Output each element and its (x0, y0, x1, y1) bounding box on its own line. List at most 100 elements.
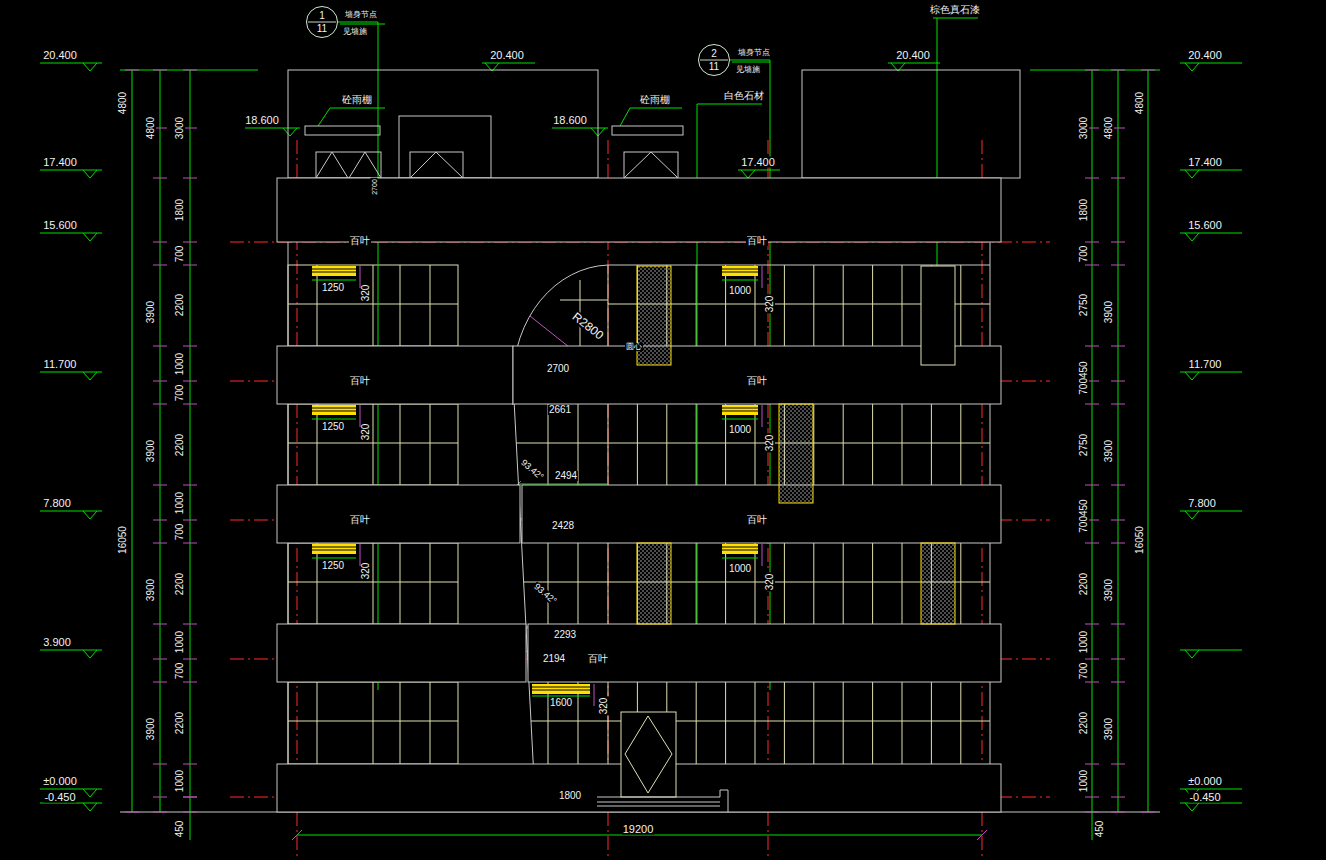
drawing-line (317, 265, 318, 346)
drawing-line (482, 63, 535, 64)
drawing-line (608, 404, 609, 485)
drawing-line (90, 170, 97, 178)
drawing-line (312, 419, 356, 420)
drawing-line (83, 372, 90, 380)
dimension-text: 4800 (1104, 116, 1114, 140)
annotation-text: 15.600 (42, 220, 78, 231)
annotation-text: R2800 (570, 310, 607, 342)
drawing-line (725, 543, 726, 624)
dimension-text: 3900 (146, 717, 156, 741)
drawing-line (725, 265, 726, 346)
drawing-line (608, 682, 609, 764)
drawing-line (373, 404, 374, 485)
drawing-line (598, 128, 605, 136)
dimension-text: 1800 (175, 198, 185, 222)
drawing-line (1111, 178, 1125, 179)
dimension-text: 1000 (175, 352, 185, 376)
dimension-text: 700 (1079, 662, 1089, 681)
drawing-line (730, 60, 770, 61)
drawing-line (1111, 346, 1125, 347)
callout-number: 1 (319, 9, 325, 22)
drawing-line (696, 682, 697, 764)
drawing-line (90, 789, 97, 797)
drawing-rect (312, 544, 356, 554)
drawing-line (400, 265, 401, 346)
annotation-text: -0.450 (43, 792, 76, 803)
drawing-line (40, 233, 102, 234)
drawing-line (153, 520, 167, 521)
drawing-line (125, 70, 139, 71)
dimension-text: 16050 (1135, 525, 1145, 555)
annotation-text: 1250 (321, 283, 345, 293)
annotation-text: 2194 (542, 654, 566, 664)
drawing-line (297, 835, 982, 836)
drawing-line (312, 547, 356, 548)
drawing-line (1185, 803, 1192, 811)
drawing-line (1085, 404, 1099, 405)
annotation-text: 15.600 (1187, 220, 1223, 231)
dimension-text: 320 (599, 697, 609, 716)
drawing-rect (288, 265, 458, 346)
drawing-rect (312, 405, 356, 415)
annotation-text: 百叶 (587, 654, 609, 664)
drawing-line (290, 128, 297, 136)
annotation-text: 1600 (549, 698, 573, 708)
drawing-line (843, 404, 844, 485)
drawing-line (183, 242, 197, 243)
drawing-line (153, 485, 167, 486)
drawing-line (1085, 682, 1099, 683)
drawing-line (153, 381, 167, 382)
drawing-line (288, 721, 458, 722)
annotation-text: 20.400 (489, 50, 525, 61)
drawing-line (732, 62, 770, 63)
drawing-line (872, 682, 873, 764)
drawing-line (183, 682, 197, 683)
drawing-line (1092, 70, 1093, 812)
drawing-line (872, 543, 873, 624)
drawing-line (1180, 170, 1242, 171)
drawing-line (183, 797, 197, 798)
dimension-text: 3900 (1104, 439, 1114, 463)
drawing-line (888, 63, 940, 64)
drawing-line (1111, 624, 1125, 625)
drawing-line (312, 558, 356, 559)
drawing-line (153, 404, 167, 405)
drawing-line (183, 70, 197, 71)
drawing-line (430, 265, 431, 346)
drawing-line (292, 830, 302, 840)
drawing-line (373, 543, 374, 624)
drawing-line (160, 70, 161, 812)
drawing-line (90, 803, 97, 811)
drawing-line (132, 70, 133, 812)
drawing-line (578, 682, 579, 764)
drawing-line (153, 812, 167, 813)
drawing-line (1192, 170, 1199, 178)
dimension-text: 2200 (1079, 572, 1089, 596)
dimension-text: 3900 (146, 300, 156, 324)
dimension-text: 320 (361, 562, 371, 581)
drawing-line (1192, 650, 1199, 658)
annotation-text: 1250 (321, 422, 345, 432)
annotation-text: 百叶 (349, 515, 371, 525)
drawing-line (872, 265, 873, 346)
dimension-text: 1000 (175, 769, 185, 793)
drawing-line (560, 300, 608, 301)
drawing-line (400, 543, 401, 624)
drawing-line (400, 404, 401, 485)
drawing-line (183, 520, 197, 521)
drawing-line (902, 404, 903, 485)
annotation-text: 18.600 (552, 115, 588, 126)
dimension-text: 320 (765, 434, 775, 453)
drawing-line (725, 682, 726, 764)
drawing-line (288, 582, 458, 583)
dimension-text: 3900 (1104, 717, 1114, 741)
callout-circle: 211 (698, 44, 730, 76)
drawing-line (608, 543, 609, 624)
drawing-line (90, 233, 97, 241)
drawing-line (288, 443, 458, 444)
annotation-text: 砼雨棚 (341, 95, 373, 105)
drawing-line (902, 543, 903, 624)
drawing-line (245, 128, 300, 129)
dimension-text: 2200 (175, 433, 185, 457)
